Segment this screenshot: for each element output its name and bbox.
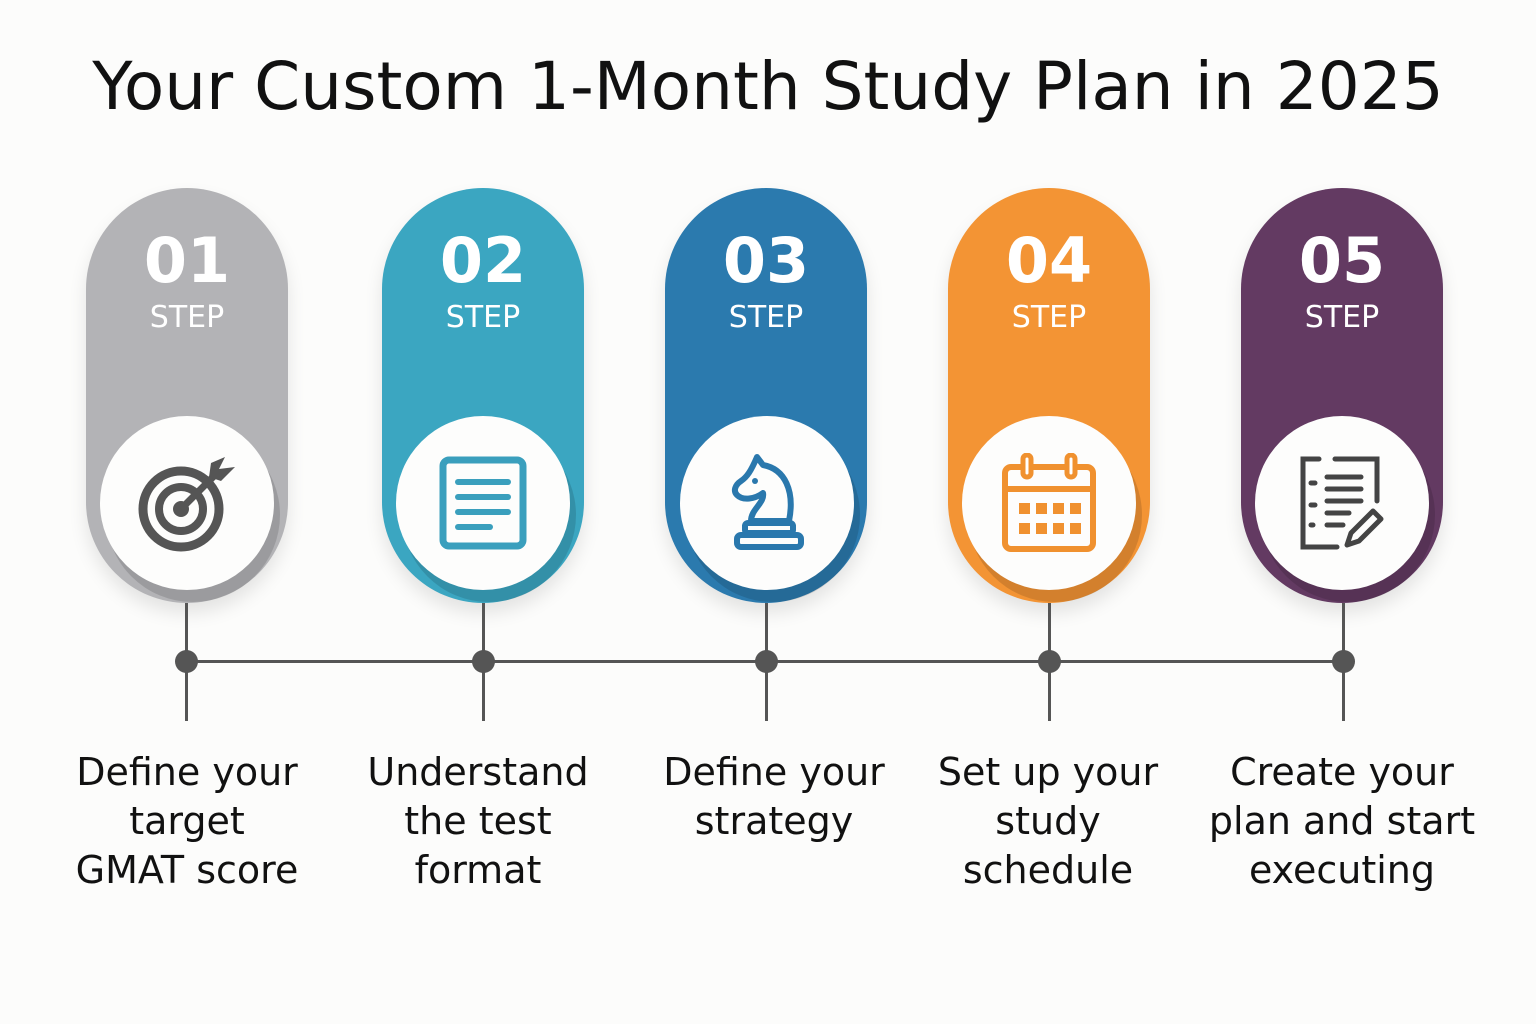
timeline-dot: [1038, 650, 1061, 673]
timeline-dot: [755, 650, 778, 673]
description-line: Define your: [663, 750, 885, 794]
description-line: Set up your: [937, 750, 1159, 794]
description-line: Understand: [367, 750, 589, 794]
chess-knight-icon: [680, 416, 854, 590]
description-line: executing: [1248, 848, 1436, 892]
description-line: Create your: [1230, 750, 1454, 794]
step-number: 05: [1298, 224, 1386, 297]
checklist-pen-icon: [1255, 416, 1429, 590]
step-number: 01: [143, 224, 231, 297]
step-number: 02: [439, 224, 527, 297]
description-line: plan and start: [1208, 799, 1476, 843]
step-description: Understand the test format: [338, 748, 618, 895]
calendar-icon: [962, 416, 1136, 590]
description-line: the test: [404, 799, 552, 843]
step-number: 04: [1005, 224, 1093, 297]
timeline-dot: [1332, 650, 1355, 673]
description-line: format: [414, 848, 542, 892]
timeline-dot: [472, 650, 495, 673]
page-title: Your Custom 1-Month Study Plan in 2025: [92, 48, 1444, 125]
step-description: Create your plan and start executing: [1192, 748, 1492, 895]
description-line: Define your: [76, 750, 298, 794]
step-label: STEP: [149, 300, 225, 335]
description-line: strategy: [694, 799, 854, 843]
step-label: STEP: [445, 300, 521, 335]
step-description: Define your strategy: [634, 748, 914, 846]
step-label: STEP: [1304, 300, 1380, 335]
step-number: 03: [722, 224, 810, 297]
step-description: Set up your study schedule: [908, 748, 1188, 895]
step-description: Define your target GMAT score: [47, 748, 327, 895]
description-line: GMAT score: [75, 848, 299, 892]
description-line: study: [995, 799, 1101, 843]
description-line: schedule: [962, 848, 1134, 892]
step-label: STEP: [728, 300, 804, 335]
step-label: STEP: [1011, 300, 1087, 335]
target-icon: [100, 416, 274, 590]
description-line: target: [129, 799, 245, 843]
timeline-dot: [175, 650, 198, 673]
document-icon: [396, 416, 570, 590]
